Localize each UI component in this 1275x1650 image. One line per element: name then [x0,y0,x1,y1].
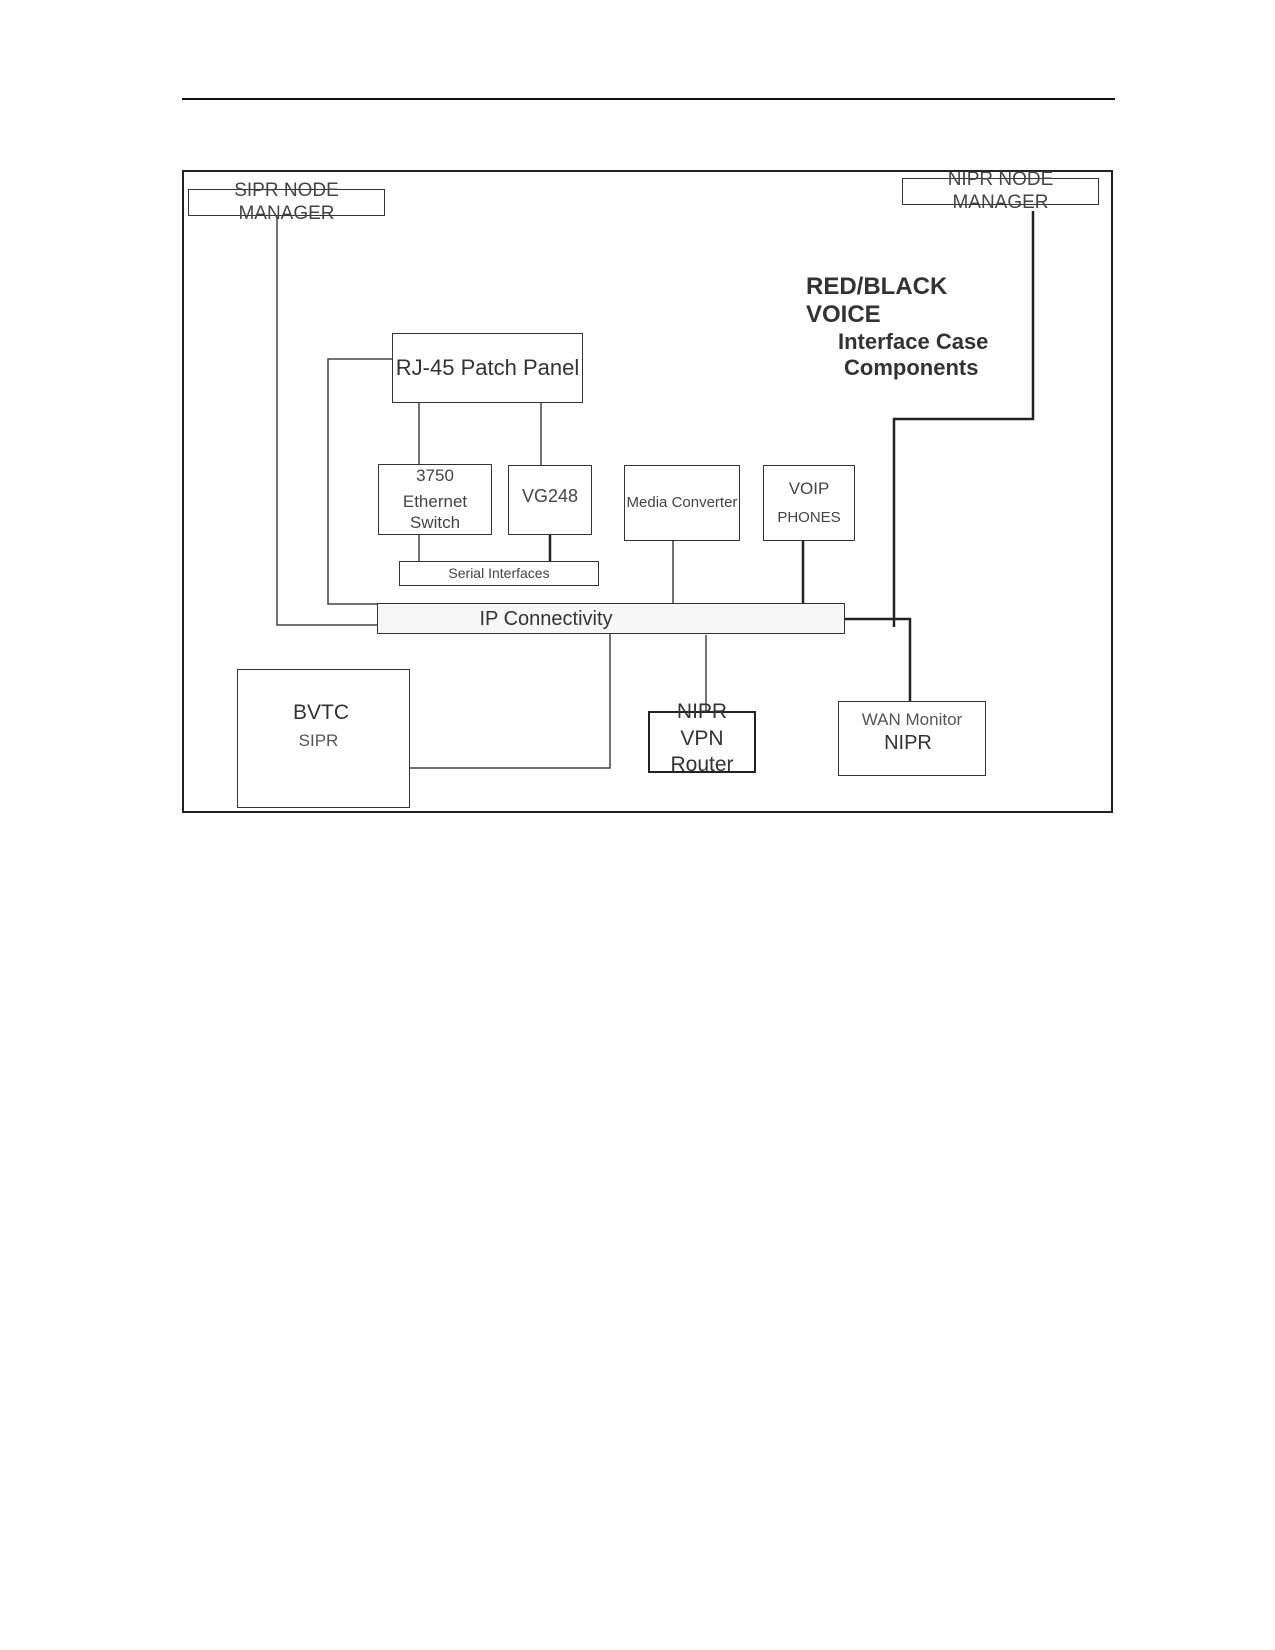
ip-connectivity-box: IP Connectivity [377,603,845,634]
wan-monitor-network-label: NIPR [884,732,932,755]
bvtc-box: BVTC SIPR [237,669,410,808]
ethernet-switch-model: 3750 [416,465,454,485]
wan-monitor-label: WAN Monitor [861,710,963,729]
diagram-title: RED/BLACK VOICE Interface Case Component… [806,273,1026,381]
vg248-box: VG248 [508,465,592,535]
bvtc-network-label: SIPR [298,731,339,751]
header-rule [182,98,1115,100]
ethernet-switch-box: 3750 Ethernet Switch [378,464,492,535]
serial-interfaces-box: Serial Interfaces [399,561,599,586]
voip-phones-line-2: PHONES [777,508,841,526]
patch-panel-label: RJ-45 Patch Panel [395,354,580,380]
vpn-router-label: VPN Router [670,727,734,776]
ethernet-switch-label: Ethernet Switch [402,492,468,532]
vg248-label: VG248 [521,486,579,506]
sipr-node-manager-box: SIPR NODE MANAGER [188,180,385,224]
ip-connectivity-label: IP Connectivity [479,607,613,630]
bvtc-label: BVTC [292,701,349,724]
serial-interfaces-label: Serial Interfaces [448,565,550,582]
wan-monitor-box: WAN Monitor NIPR [838,701,986,776]
vpn-router-box: NIPR VPN Router [648,700,756,776]
vpn-router-network-label: NIPR [676,700,728,724]
voip-phones-line-1: VOIP [788,479,830,499]
title-line-1: RED/BLACK VOICE [806,273,948,328]
sipr-node-manager-label: SIPR NODE MANAGER [234,179,339,224]
media-converter-label: Media Converter [626,494,738,511]
title-line-2: Interface Case [838,329,989,354]
title-line-3: Components [844,355,979,380]
nipr-node-manager-label: NIPR NODE MANAGER [947,168,1054,213]
patch-panel-box: RJ-45 Patch Panel [392,333,583,403]
media-converter-box: Media Converter [624,465,740,541]
voip-phones-box: VOIP PHONES [763,465,855,541]
nipr-node-manager-box: NIPR NODE MANAGER [902,169,1099,213]
